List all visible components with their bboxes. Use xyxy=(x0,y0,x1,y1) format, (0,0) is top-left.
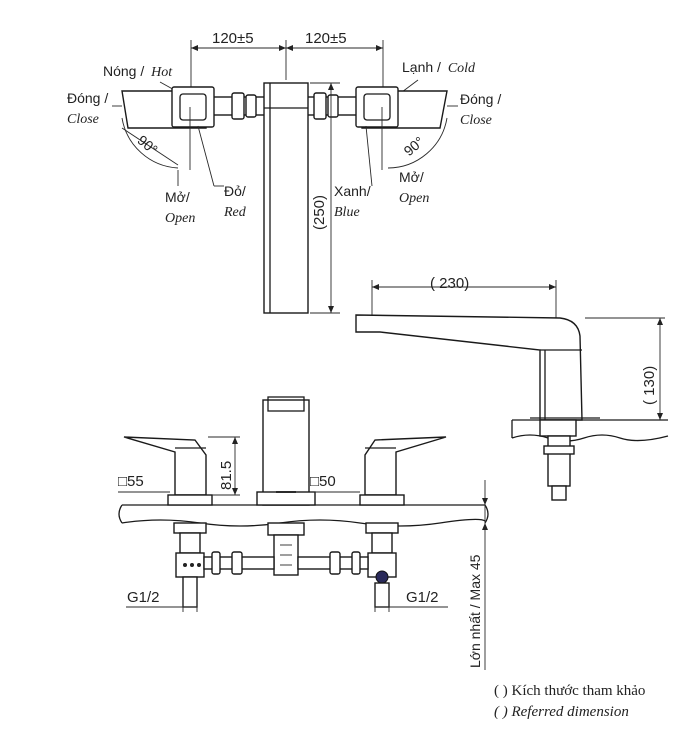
nut-right xyxy=(313,92,327,120)
left-handle-base xyxy=(171,86,215,128)
arrow xyxy=(657,413,663,420)
close-left-en: Close xyxy=(67,112,99,127)
stem-side xyxy=(547,435,571,487)
dim-815-text: 81.5 xyxy=(218,461,235,490)
left-handle-cap xyxy=(179,93,207,121)
legend-note-en: ( ) Referred dimension xyxy=(494,704,629,720)
arrow xyxy=(372,284,379,290)
spout-top-view xyxy=(263,82,309,314)
arrow xyxy=(191,45,198,51)
open-left-vi: Mở/ xyxy=(165,189,190,205)
close-right-en: Close xyxy=(460,113,492,128)
stem-nut-side xyxy=(539,419,577,437)
left-base-front xyxy=(167,494,213,506)
dim-130-text: ( 130) xyxy=(641,366,658,405)
legend: ( ) Kích thước tham khảo ( ) Referred di… xyxy=(494,683,645,720)
stem-ring-side xyxy=(543,445,575,455)
nut-left-2 xyxy=(245,94,257,118)
pipe-nut xyxy=(211,551,221,575)
nut-right-2 xyxy=(327,94,339,118)
leader-red xyxy=(197,125,215,187)
spout-side-body xyxy=(355,314,583,421)
spout-front xyxy=(262,399,310,506)
red-vi: Đỏ/ xyxy=(224,183,246,199)
arrow xyxy=(657,318,663,325)
right-rotation-arc xyxy=(387,117,448,169)
pipe-nut xyxy=(351,551,361,575)
arrow xyxy=(286,45,293,51)
left-valve-dot xyxy=(183,563,187,567)
dim-left-text: 120±5 xyxy=(212,30,254,47)
arrow xyxy=(328,306,334,313)
left-valve-dot xyxy=(190,563,194,567)
front-view: 81.5 □55 □50 xyxy=(118,396,489,670)
right-handle-base xyxy=(355,86,399,128)
square-center-label: □50 xyxy=(310,473,336,490)
legend-note-vi: ( ) Kích thước tham khảo xyxy=(494,683,645,699)
thread-right-label: G1/2 xyxy=(406,589,439,606)
arrow xyxy=(376,45,383,51)
pipe-nut xyxy=(231,551,243,575)
blue-vi: Xanh/ xyxy=(334,183,371,199)
leader-blue xyxy=(365,125,373,187)
arrow xyxy=(549,284,556,290)
arrow xyxy=(328,83,334,90)
left-stem xyxy=(179,532,201,554)
left-valve-dot xyxy=(197,563,201,567)
top-view: 120±5 120±5 Nóng / Hot Lạnh / Cold Đóng … xyxy=(67,30,501,314)
close-right-vi: Đóng / xyxy=(460,91,501,107)
arrow xyxy=(232,437,238,444)
dim-right-text: 120±5 xyxy=(305,30,347,47)
thread-left-label: G1/2 xyxy=(127,589,160,606)
cold-label: Lạnh / Cold xyxy=(402,59,476,76)
right-nut-1 xyxy=(365,522,399,534)
left-arc-ref xyxy=(121,127,179,166)
arrow xyxy=(482,523,488,530)
stem-tip-side xyxy=(551,485,567,501)
hot-label: Nóng / Hot xyxy=(103,63,173,80)
right-inlet xyxy=(374,582,390,608)
left-inlet xyxy=(182,576,198,608)
arrow xyxy=(232,488,238,495)
pipe-nut xyxy=(329,551,341,575)
right-valve-cap xyxy=(375,570,389,584)
blue-en: Blue xyxy=(334,205,360,220)
side-view: ( 230) ( 130) xyxy=(355,275,669,501)
left-rotation-arc xyxy=(121,117,179,169)
dim-250-text: (250) xyxy=(311,195,328,230)
arrow xyxy=(279,45,286,51)
open-left-en: Open xyxy=(165,211,195,226)
close-left-vi: Đóng / xyxy=(67,90,108,106)
arrow xyxy=(482,498,488,505)
angle-right: 90° xyxy=(400,133,427,159)
angle-left: 90° xyxy=(134,132,161,158)
spout-base-front xyxy=(256,491,316,506)
right-handle-front xyxy=(364,436,447,496)
red-en: Red xyxy=(223,205,247,220)
max-thickness-label: Lớn nhất / Max 45 xyxy=(467,554,483,668)
nut-left xyxy=(231,92,245,120)
counter-slab-side xyxy=(511,419,669,442)
center-nut xyxy=(267,522,305,536)
right-handle-cap xyxy=(363,93,391,121)
leader-cold xyxy=(401,79,419,93)
left-nut-1 xyxy=(173,522,207,534)
right-stem xyxy=(371,532,393,554)
square-left-label: □55 xyxy=(118,473,144,490)
open-right-vi: Mở/ xyxy=(399,169,424,185)
center-body xyxy=(273,534,299,576)
dim-230-text: ( 230) xyxy=(430,275,469,292)
open-right-en: Open xyxy=(399,191,429,206)
right-base-front xyxy=(359,494,405,506)
spout-tip-front xyxy=(267,396,305,412)
